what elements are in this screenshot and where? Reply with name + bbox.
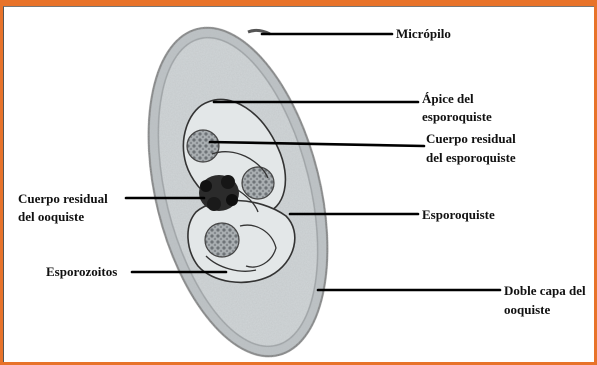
label-micropilo: Micrópilo — [396, 26, 451, 41]
sporocyst-residual-body — [187, 130, 219, 162]
label-doble-capa-line1: Doble capa del — [504, 283, 586, 298]
label-cuerpo-esporoquiste-line2: del esporoquiste — [426, 150, 516, 165]
sporocyst-residual-body-2 — [242, 167, 274, 199]
label-esporozoitos: Esporozoitos — [46, 264, 117, 279]
label-esporoquiste: Esporoquiste — [422, 207, 495, 222]
sporocyst-residual-body-3 — [205, 223, 239, 257]
label-apice-line1: Ápice del — [422, 91, 474, 106]
label-cuerpo-esporoquiste-line1: Cuerpo residual — [426, 131, 516, 146]
label-cuerpo-ooquiste-line2: del ooquiste — [18, 209, 84, 224]
sporocyst-lower — [188, 200, 295, 282]
oocyst-residual-body — [199, 175, 239, 211]
label-cuerpo-ooquiste-line1: Cuerpo residual — [18, 191, 108, 206]
label-apice-line2: esporoquiste — [422, 109, 492, 124]
label-doble-capa-line2: ooquiste — [504, 302, 550, 317]
